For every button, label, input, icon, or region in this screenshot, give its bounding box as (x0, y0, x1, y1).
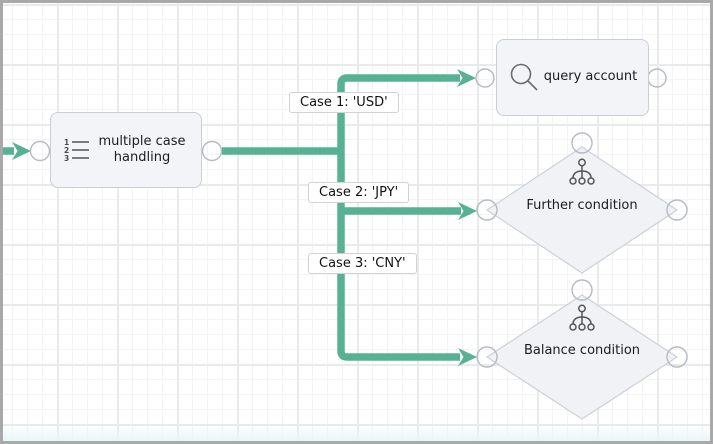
port-query-right (647, 68, 667, 88)
diamond-balance-condition[interactable] (485, 294, 679, 420)
svg-text:1: 1 (64, 138, 69, 147)
edge-label-case3[interactable]: Case 3: 'CNY' (308, 253, 417, 274)
magnifier-icon (497, 62, 541, 94)
edge-label-case1[interactable]: Case 1: 'USD' (289, 92, 399, 113)
port-mch-right (201, 140, 223, 162)
port-balance-top (571, 279, 593, 301)
arrowhead-case3 (458, 348, 477, 366)
hierarchy-icon (569, 304, 595, 338)
node-multiple-case-handling[interactable]: 1 2 3 multiple case handling (50, 112, 202, 188)
svg-text:3: 3 (64, 154, 69, 163)
edge-arrowheads (12, 69, 477, 366)
port-query-left (475, 68, 495, 88)
edge-label-case2[interactable]: Case 2: 'JPY' (308, 182, 410, 203)
port-further-left (476, 199, 498, 221)
arrowhead-case2 (458, 202, 477, 220)
port-balance-left (476, 346, 498, 368)
node-label-balance-condition: Balance condition (523, 343, 641, 358)
hierarchy-icon (569, 158, 595, 192)
edge-lines[interactable] (3, 74, 461, 361)
node-query-account[interactable]: query account (496, 39, 649, 116)
canvas-bottom-scroll-strip[interactable] (0, 427, 713, 441)
port-further-right (666, 199, 688, 221)
arrowhead-incoming (12, 142, 31, 160)
diamond-further-condition[interactable] (485, 146, 679, 274)
arrowhead-case1 (457, 69, 476, 87)
port-further-top (571, 132, 593, 154)
numbered-list-icon: 1 2 3 (51, 136, 91, 164)
node-label: query account (543, 69, 638, 85)
node-label: multiple case handling (98, 133, 186, 165)
port-balance-right (666, 346, 688, 368)
port-mch-left (29, 140, 51, 162)
svg-text:2: 2 (64, 146, 69, 155)
node-label-further-condition: Further condition (526, 198, 638, 213)
edge-trunk-case1-case3 (337, 74, 460, 361)
